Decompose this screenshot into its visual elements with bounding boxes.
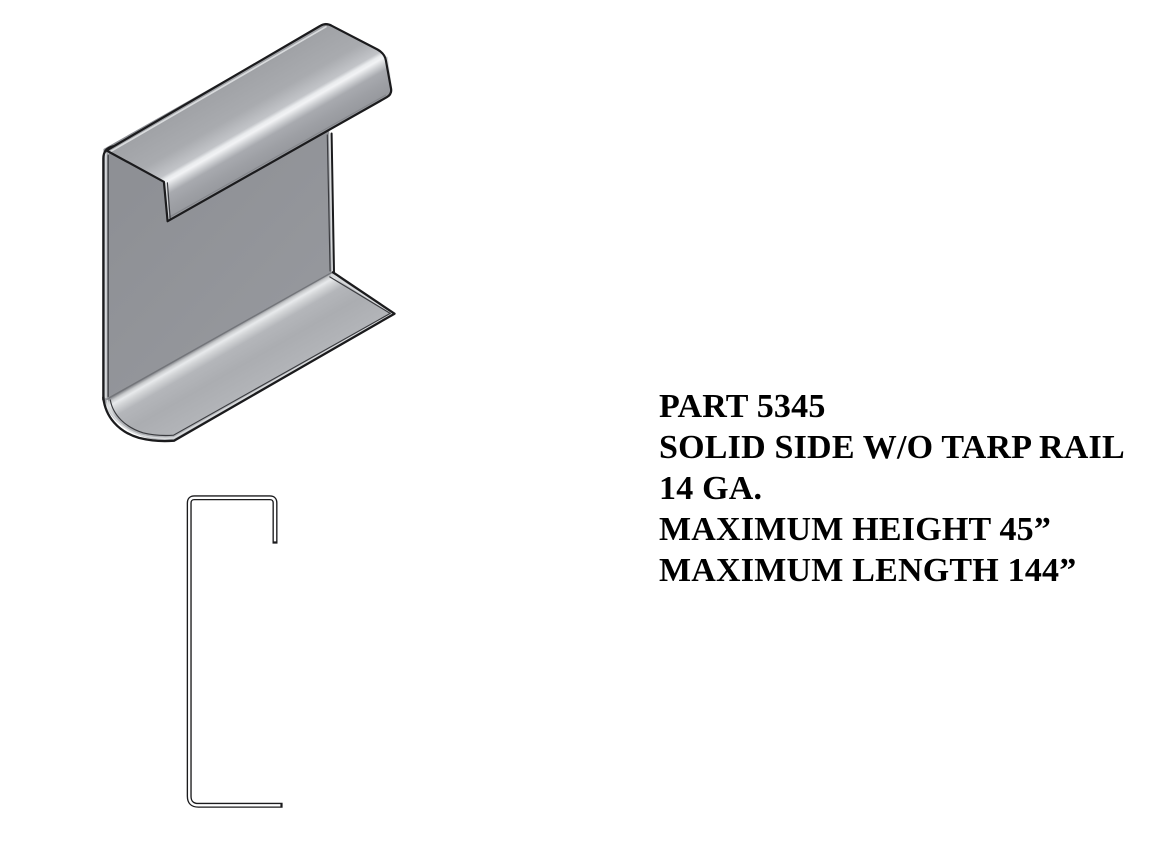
web-left-outline <box>102 145 115 401</box>
bottom-edge-highlight <box>106 273 394 440</box>
top-flange-face <box>106 24 392 222</box>
spec-max-height: MAXIMUM HEIGHT 45” <box>659 511 1052 548</box>
sheet-edge-highlights <box>105 25 394 440</box>
part-specs: PART 5345 SOLID SIDE W/O TARP RAIL 14 GA… <box>659 386 1125 591</box>
bottom-bend-crease <box>108 271 333 399</box>
profile-view <box>186 495 283 808</box>
web-far-edge-inner <box>326 134 331 272</box>
bottom-edge-inner <box>109 276 392 437</box>
sheet-edge-inner-lines <box>107 134 392 437</box>
bottom-flange-face <box>104 272 395 441</box>
spec-max-length: MAXIMUM LENGTH 144” <box>659 552 1077 589</box>
spec-gauge: 14 GA. <box>659 470 763 507</box>
spec-part-number: PART 5345 <box>659 388 826 425</box>
web-far-outline <box>330 132 335 273</box>
profile-outer-line <box>186 495 283 808</box>
part-outlines <box>102 23 396 443</box>
top-flange-outline <box>105 23 393 223</box>
rear-edge-highlight <box>107 25 327 154</box>
bottom-flange-outline <box>102 271 396 443</box>
spec-description: SOLID SIDE W/O TARP RAIL <box>659 429 1125 466</box>
web-far-edge-highlight <box>328 133 334 273</box>
lip-bottom-shadow <box>166 94 387 220</box>
isometric-view <box>102 22 396 443</box>
lip-near-edge-inner <box>166 182 171 220</box>
profile-inner-clear <box>188 496 281 807</box>
